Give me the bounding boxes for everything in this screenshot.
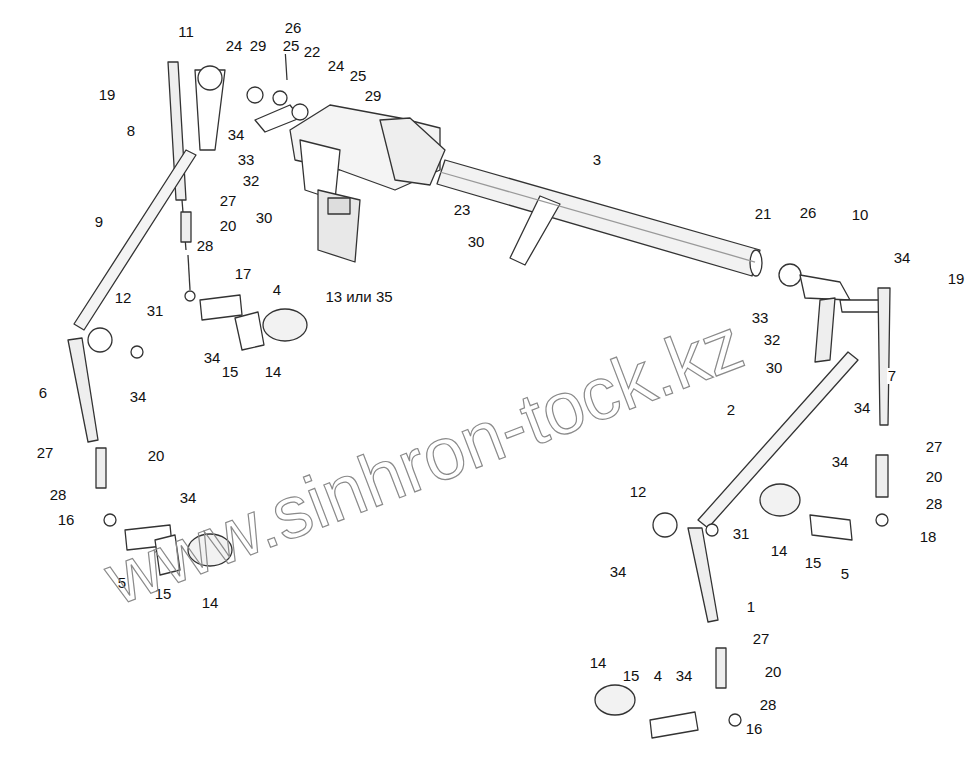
callout-number: 4 — [272, 282, 282, 298]
callout-number: 14 — [264, 364, 283, 380]
callout-number: 33 — [237, 152, 256, 168]
callout-number: 9 — [94, 214, 104, 230]
callout-number: 34 — [227, 127, 246, 143]
callout-number: 17 — [234, 266, 253, 282]
callout-number: 30 — [765, 360, 784, 376]
callout-number: 15 — [221, 364, 240, 380]
callout-number: 16 — [745, 721, 764, 737]
callout-number: 32 — [242, 173, 261, 189]
watermark: www.sinhron-tock.kz — [95, 303, 753, 619]
callout-number: 16 — [57, 512, 76, 528]
callout-number: 23 — [453, 202, 472, 218]
callout-number: 30 — [467, 234, 486, 250]
callout-number: 15 — [622, 668, 641, 684]
callout-number: 19 — [98, 87, 117, 103]
callout-number: 20 — [219, 218, 238, 234]
callout-number: 34 — [893, 250, 912, 266]
callout-number: 26 — [799, 205, 818, 221]
callout-number: 32 — [763, 332, 782, 348]
callout-number: 20 — [925, 469, 944, 485]
callout-number: 19 — [947, 271, 966, 287]
callout-number: 27 — [219, 193, 238, 209]
callout-number: 24 — [225, 38, 244, 54]
callout-number: 28 — [925, 496, 944, 512]
callout-number: 34 — [203, 350, 222, 366]
callout-number: 27 — [925, 439, 944, 455]
callout-number: 29 — [249, 38, 268, 54]
callout-number: 34 — [831, 454, 850, 470]
callout-number: 14 — [201, 595, 220, 611]
callout-number: 25 — [282, 38, 301, 54]
callout-number: 13 или 35 — [324, 289, 393, 305]
callout-number: 27 — [752, 631, 771, 647]
callout-number: 14 — [589, 655, 608, 671]
callout-number: 8 — [126, 123, 136, 139]
callout-number: 3 — [592, 152, 602, 168]
callout-number: 20 — [147, 448, 166, 464]
callout-number: 28 — [759, 697, 778, 713]
callout-number: 29 — [364, 88, 383, 104]
callout-number: 34 — [675, 668, 694, 684]
callout-number: 24 — [327, 58, 346, 74]
callout-number: 28 — [196, 238, 215, 254]
callout-number: 34 — [609, 564, 628, 580]
callout-number: 4 — [653, 668, 663, 684]
callout-number: 26 — [284, 20, 303, 36]
callout-number: 5 — [840, 566, 850, 582]
callout-number: 7 — [887, 368, 897, 384]
callout-number: 31 — [732, 526, 751, 542]
callout-number: 12 — [114, 290, 133, 306]
callout-number: 34 — [853, 400, 872, 416]
callout-number: 12 — [629, 484, 648, 500]
callout-number: 34 — [179, 490, 198, 506]
callout-number: 6 — [38, 385, 48, 401]
callout-number: 14 — [770, 543, 789, 559]
callout-number: 22 — [303, 44, 322, 60]
callout-number: 25 — [349, 68, 368, 84]
callout-number: 27 — [36, 445, 55, 461]
callout-number: 10 — [851, 207, 870, 223]
callout-number: 11 — [177, 24, 195, 40]
callout-number: 20 — [764, 664, 783, 680]
callout-number: 33 — [751, 310, 770, 326]
callout-number: 2 — [726, 402, 736, 418]
callout-number: 30 — [255, 210, 274, 226]
callout-number: 34 — [129, 389, 148, 405]
callout-number: 28 — [49, 487, 68, 503]
callout-number: 31 — [146, 303, 165, 319]
callout-number: 18 — [919, 529, 938, 545]
callout-number: 21 — [754, 206, 773, 222]
callout-number: 1 — [746, 599, 756, 615]
callout-number: 15 — [804, 555, 823, 571]
